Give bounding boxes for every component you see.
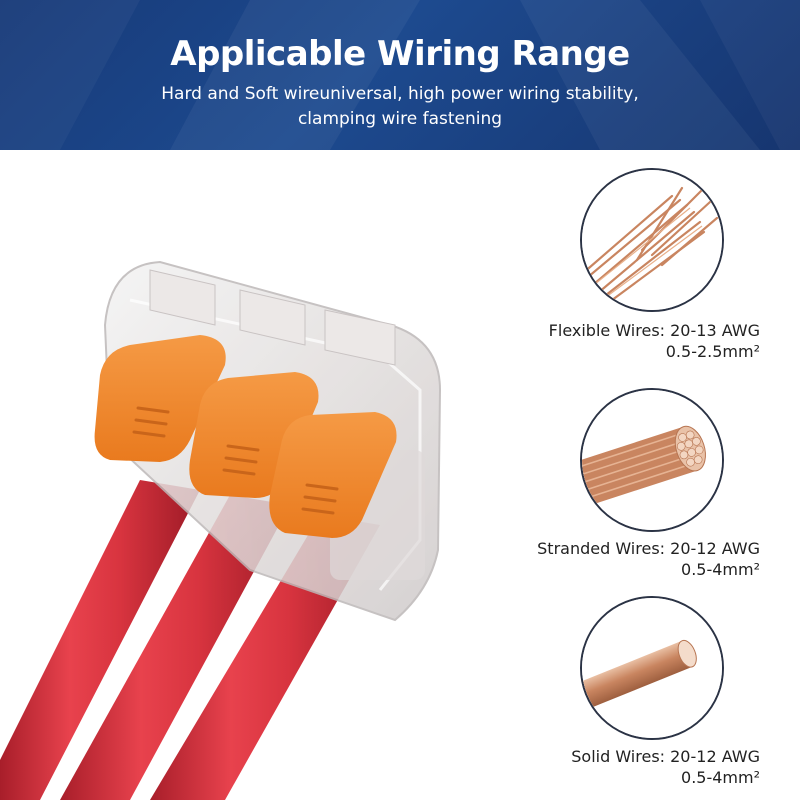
stranded-wire-icon [580,388,724,532]
stranded-wire-size: 0.5-4mm² [681,560,760,579]
subtitle-line-1: Hard and Soft wireuniversal, high power … [161,84,639,104]
page-subtitle: Hard and Soft wireuniversal, high power … [120,82,680,132]
flexible-wire-size: 0.5-2.5mm² [665,342,760,361]
subtitle-line-2: clamping wire fastening [297,109,503,129]
solid-wire-size: 0.5-4mm² [681,768,760,787]
flexible-wire-icon [580,168,724,312]
flexible-wire-label: Flexible Wires: 20-13 AWG 0.5-2.5mm² [549,320,760,362]
flexible-wire-name: Flexible Wires: 20-13 AWG [548,321,760,340]
solid-wire-label: Solid Wires: 20-12 AWG 0.5-4mm² [571,746,760,788]
wire-type-solid: Solid Wires: 20-12 AWG 0.5-4mm² [500,596,800,796]
wire-type-flexible: Flexible Wires: 20-13 AWG 0.5-2.5mm² [500,168,800,398]
stranded-wire-name: Stranded Wires: 20-12 AWG [537,539,760,558]
solid-wire-icon [580,596,724,740]
header-banner: Applicable Wiring Range Hard and Soft wi… [0,0,800,150]
solid-wire-name: Solid Wires: 20-12 AWG [571,747,760,766]
page-title: Applicable Wiring Range [170,34,630,74]
wire-type-stranded: Stranded Wires: 20-12 AWG 0.5-4mm² [500,388,800,588]
stranded-wire-label: Stranded Wires: 20-12 AWG 0.5-4mm² [537,538,760,580]
orange-levers [94,335,397,538]
header-pattern [0,0,800,150]
lever-connector-image [0,260,442,800]
